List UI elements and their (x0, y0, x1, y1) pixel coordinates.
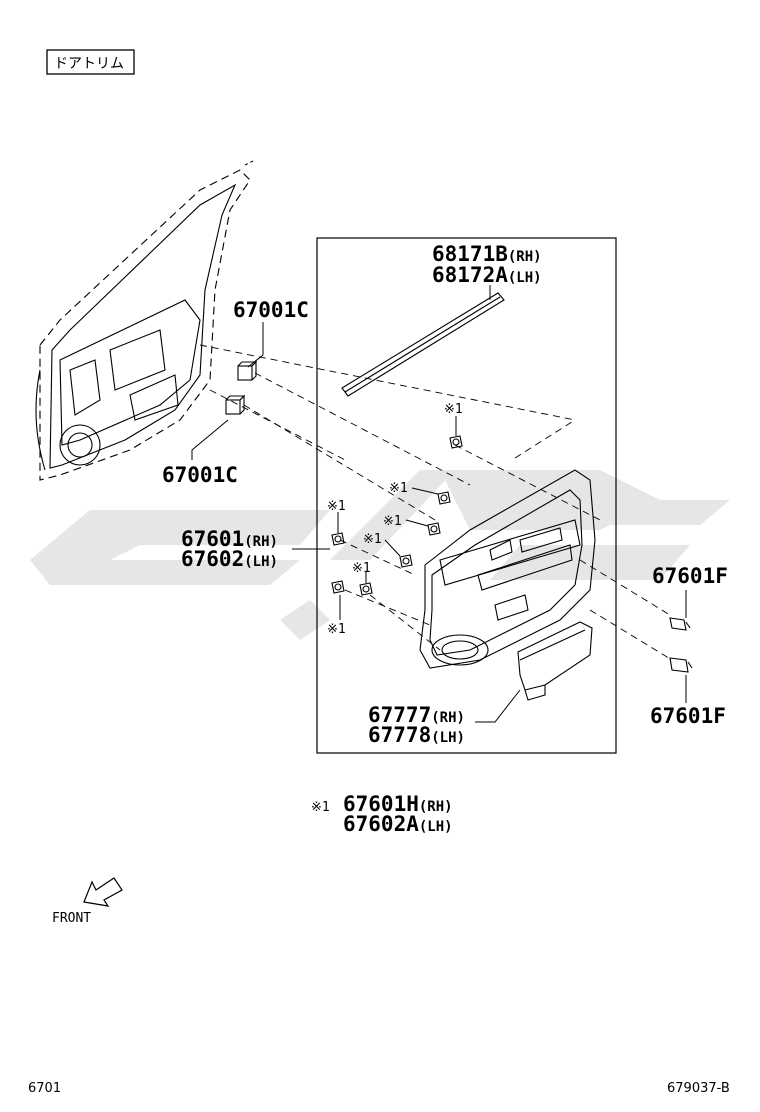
label-weatherstrip-rh: 68171B(RH) (432, 242, 542, 266)
diagram-id: 679037-B (667, 1081, 730, 1096)
door-trim-panel (419, 469, 596, 669)
detail-box (316, 237, 617, 754)
clip-mark-3: ※1 (383, 514, 402, 529)
panel-clip-2 (437, 491, 451, 505)
legend-mark: ※1 (311, 800, 330, 815)
label-clip-lower: 67001C (162, 463, 238, 487)
clip-leaders (191, 322, 264, 460)
watermark-logo (30, 470, 730, 640)
screw-upper (669, 617, 691, 631)
front-arrow-icon (83, 877, 123, 907)
door-pocket (517, 621, 593, 701)
panel-clips (331, 435, 463, 596)
panel-clip-1 (449, 435, 463, 449)
section-title: ドアトリム (54, 56, 124, 72)
section-title-box (46, 49, 135, 75)
clip-mark-4: ※1 (363, 532, 382, 547)
panel-clip-4 (399, 554, 413, 568)
panel-clip-7 (359, 582, 373, 596)
projection-lines (199, 344, 673, 661)
panel-clip-5 (331, 532, 345, 546)
front-label: FRONT (52, 911, 91, 926)
clip-mark-7: ※1 (352, 561, 371, 576)
label-weatherstrip-lh: 68172A(LH) (432, 263, 542, 287)
clip-lower (225, 394, 246, 415)
panel-clip-6 (331, 580, 345, 594)
clip-mark-1: ※1 (444, 402, 463, 417)
screw-lower (669, 657, 693, 673)
label-panel-rh: 67601(RH) (181, 527, 278, 551)
door-frame (35, 159, 256, 481)
clip-mark-6: ※1 (327, 622, 346, 637)
label-screw-upper: 67601F (652, 564, 728, 588)
legend-lh: 67602A(LH) (343, 812, 453, 836)
label-pocket-rh: 67777(RH) (368, 703, 465, 727)
panel-clip-3 (427, 522, 441, 536)
label-clip-upper: 67001C (233, 298, 309, 322)
page-code: 6701 (28, 1081, 61, 1096)
label-pocket-lh: 67778(LH) (368, 723, 465, 747)
label-panel-lh: 67602(LH) (181, 547, 278, 571)
clip-mark-2: ※1 (389, 481, 408, 496)
legend-rh: 67601H(RH) (343, 792, 453, 816)
weatherstrip (341, 292, 505, 397)
pocket-leader (475, 689, 521, 723)
clip-upper (237, 360, 258, 381)
clip-mark-5: ※1 (327, 499, 346, 514)
label-screw-lower: 67601F (650, 704, 726, 728)
panel-clip-leaders (337, 416, 457, 620)
